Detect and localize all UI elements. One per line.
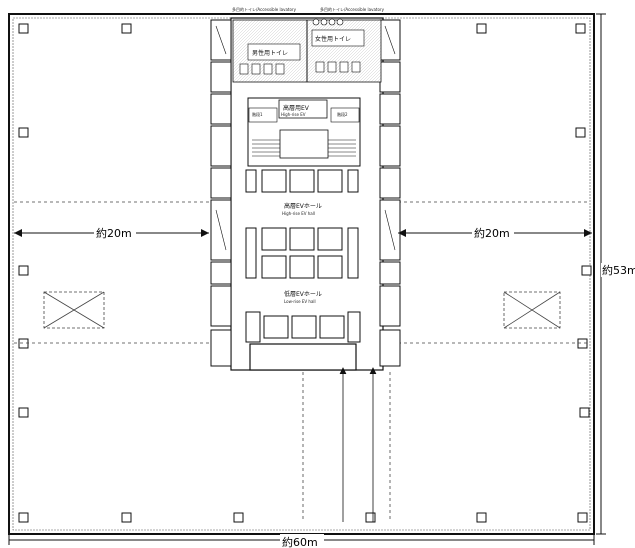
middle-elevator-cars: [245, 227, 359, 279]
high-rise-elevator-cars: [245, 169, 359, 193]
high-rise-ev-label: 高層用EV: [283, 104, 310, 112]
dimension-right-label: 約20m: [474, 226, 510, 240]
accessible-lavatory-label-left: 多目的トイレ/Accessible lavatory: [232, 6, 297, 12]
low-rise-elevator-cars: [245, 311, 361, 343]
high-rise-ev-label-en: High-rise EV: [281, 112, 306, 117]
dimension-height-53m: 約53m: [596, 13, 635, 535]
shaft-right: [503, 291, 561, 329]
stair-1-label: 階段1: [252, 111, 263, 117]
dimension-left-label: 約20m: [96, 226, 132, 240]
dimension-height-label: 約53m: [602, 263, 635, 277]
accessible-lavatory-label-right: 多目的トイレ/Accessible lavatory: [320, 6, 385, 12]
dimension-right-20m: 約20m: [398, 226, 592, 240]
restroom-women-label: 女性用トイレ: [315, 35, 351, 43]
core-bottom-block: [249, 343, 357, 371]
dimension-width-label: 約60m: [282, 535, 318, 548]
stair-2-label: 階段2: [337, 111, 348, 117]
restroom-area: 男性用トイレ 女性用トイレ: [232, 18, 382, 83]
restroom-men-label: 男性用トイレ: [252, 49, 288, 57]
grid-lines: [14, 201, 590, 344]
core: [210, 17, 401, 371]
core-extension-lines: [302, 372, 391, 520]
perimeter-columns: [18, 23, 592, 523]
shaft-left: [43, 291, 105, 329]
low-rise-ev-hall-label-en: Low-rise EV hall: [284, 299, 316, 304]
high-rise-ev-hall-label: 高層EVホール: [284, 202, 322, 210]
high-rise-ev-block: 高層用EV High-rise EV 階段1 階段2: [247, 97, 361, 167]
low-rise-ev-hall-label: 低層EVホール: [284, 290, 322, 298]
dimension-width-60m: 約60m: [8, 534, 595, 548]
dimension-left-20m: 約20m: [14, 226, 209, 240]
high-rise-ev-hall-label-en: High-rise EV hall: [282, 211, 315, 216]
vertical-dimension-lines: [339, 367, 377, 522]
